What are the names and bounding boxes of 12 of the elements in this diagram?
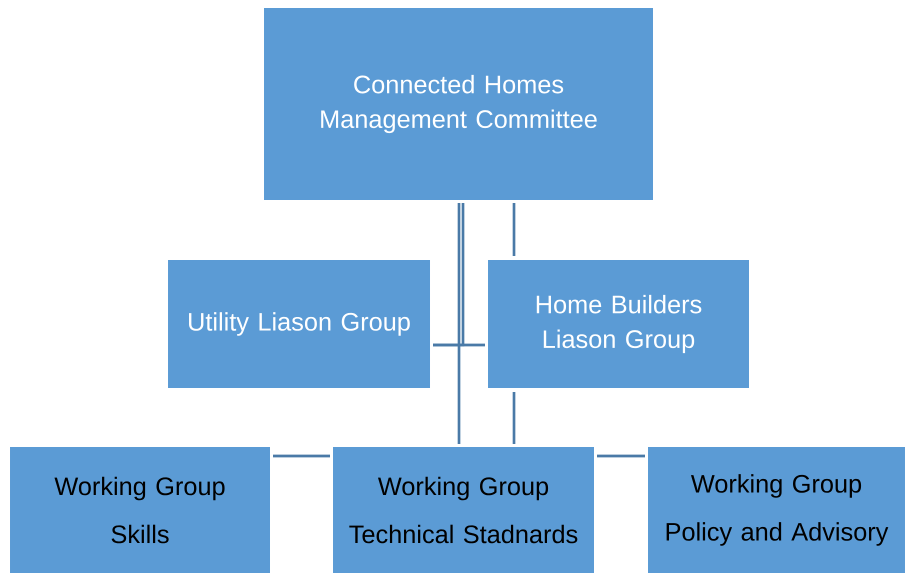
connector-line bbox=[512, 203, 516, 256]
org-box: Home Builders Liason Group bbox=[488, 260, 749, 388]
org-box: Connected Homes Management Committee bbox=[264, 8, 653, 200]
connector-line bbox=[433, 344, 485, 346]
connector-line bbox=[458, 203, 460, 444]
org-box: Working Group Skills bbox=[10, 447, 270, 573]
connector-line bbox=[512, 392, 516, 444]
org-box: Working Group Policy and Advisory bbox=[648, 447, 905, 573]
connector-line bbox=[273, 454, 330, 458]
org-box: Utility Liason Group bbox=[168, 260, 430, 388]
connector-line bbox=[597, 454, 645, 458]
org-box: Working Group Technical Stadnards bbox=[333, 447, 594, 573]
